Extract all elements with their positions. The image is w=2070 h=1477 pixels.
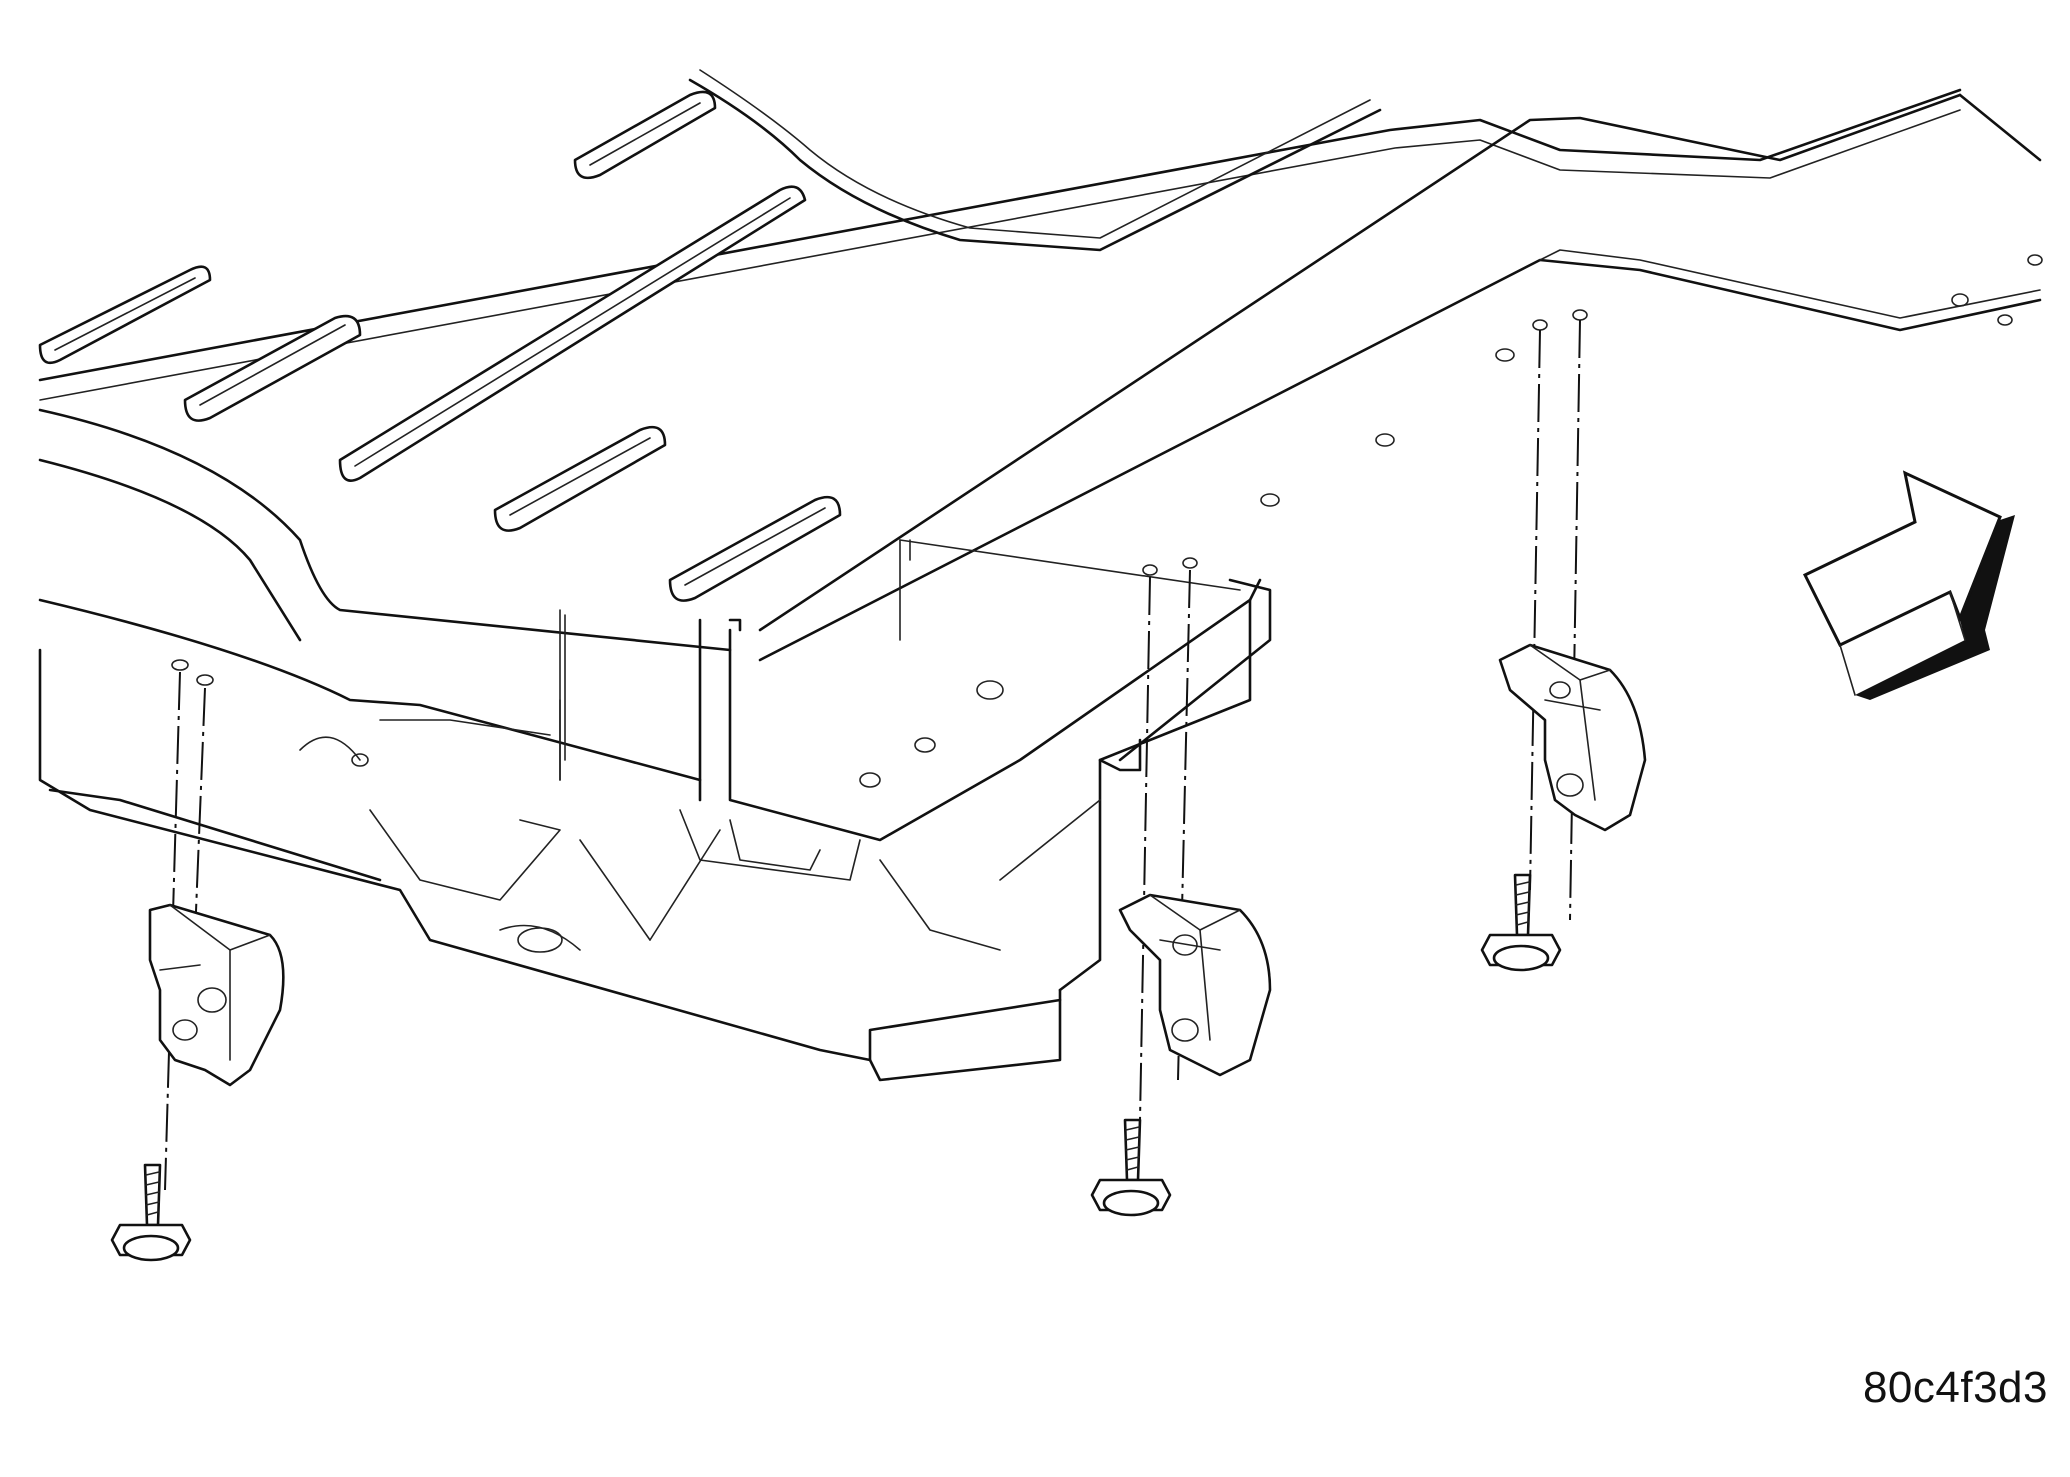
floor-pan-frame [38,69,2043,1082]
bolt-icon [110,1163,192,1262]
mount-bracket-left [148,903,285,1087]
figure-code: 80c4f3d3 [1862,1363,2048,1412]
forward-arrow-icon [1802,470,2015,700]
bolt-icon [1480,873,1562,972]
mount-bracket-center [1118,893,1272,1077]
rail-holes [171,254,2043,953]
mount-bracket-right [1498,643,1647,832]
floor-ribs [38,90,842,602]
bolt-icon [1090,1118,1172,1217]
